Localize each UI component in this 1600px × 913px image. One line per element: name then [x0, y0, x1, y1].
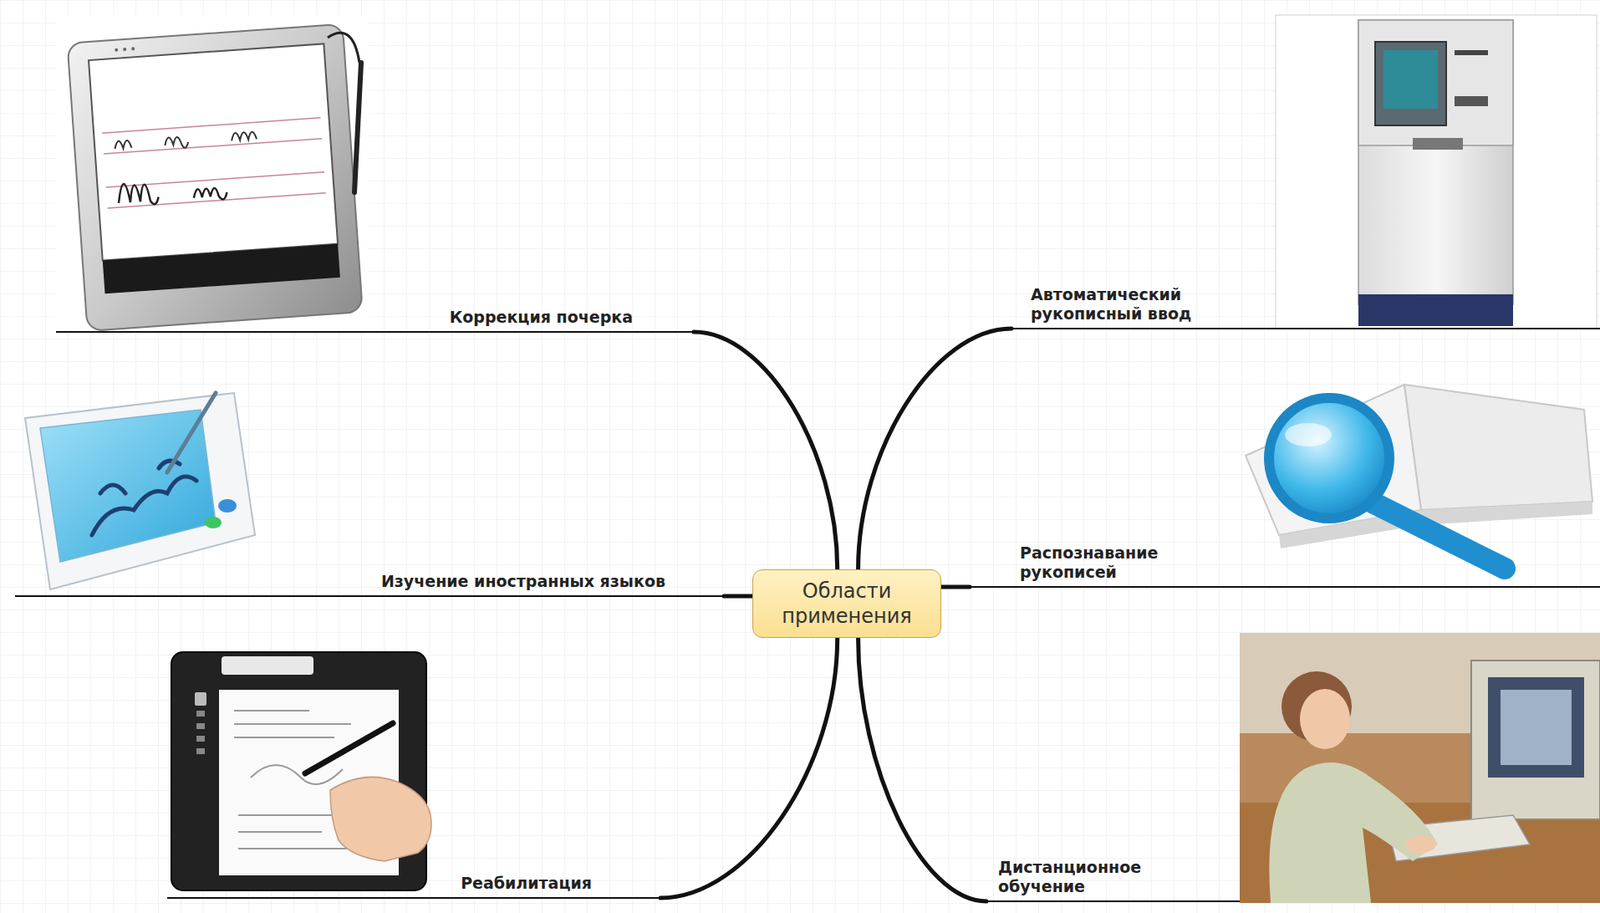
book-magnifier-illustration-part: [1404, 384, 1593, 510]
distance-learning-photo-part: [1406, 835, 1437, 853]
signature-pad-illustration-part: [221, 656, 314, 675]
branch-topic: Изучение иностранных языков: [15, 571, 724, 597]
tablet-illustration-part-part: [114, 48, 118, 52]
tablet-illustration-part-part: [106, 172, 325, 188]
kiosk-illustration-part: [1358, 294, 1514, 327]
book-magnifier-illustration-part: [1268, 397, 1390, 519]
tablet-illustration-part-part: [131, 46, 135, 51]
pen-tablet-illustration-part: [25, 392, 255, 590]
pen-tablet-illustration: [25, 392, 255, 590]
branch-connector: [723, 594, 753, 599]
signature-pad-illustration-part: [196, 723, 205, 729]
signature-pad-illustration-part: [196, 735, 205, 742]
branch-label: Реабилитация: [167, 873, 661, 897]
kiosk-illustration-part: [1412, 137, 1463, 150]
distance-learning-photo: [1239, 632, 1600, 903]
tablet-illustration-part: [354, 62, 362, 193]
pen-tablet-illustration-part: [218, 499, 237, 513]
distance-learning-photo-part: [1299, 688, 1351, 750]
branch-label: Изучение иностранных языков: [15, 571, 724, 596]
distance-learning-photo-part: [1268, 762, 1438, 903]
branch-label: Автоматический рукописный ввод: [1011, 285, 1211, 329]
central-topic: Области применения: [752, 569, 942, 638]
tablet-illustration-part-part: [103, 138, 322, 154]
tablet-illustration: [56, 15, 368, 332]
signature-pad-illustration-part: [305, 723, 393, 774]
tablet-illustration-part-part: [102, 244, 341, 295]
pen-tablet-illustration-part: [204, 516, 222, 529]
branch-label: Распознавание рукописей: [969, 543, 1175, 587]
book-magnifier-illustration: [1245, 384, 1593, 569]
kiosk-illustration-part: [1454, 50, 1488, 56]
branch-connector: [660, 637, 838, 898]
branch-label: Коррекция почерка: [56, 307, 694, 332]
tablet-illustration-part: [67, 24, 363, 332]
distance-learning-photo-part: [1471, 660, 1600, 820]
distance-learning-photo-part: [1239, 632, 1600, 903]
kiosk-illustration-part: [1275, 15, 1597, 329]
tablet-illustration-part-part: [101, 117, 321, 133]
pen-tablet-illustration-part: [167, 392, 216, 473]
tablet-illustration-part-part: [88, 43, 338, 260]
branch-topic: Автоматический рукописный ввод: [1011, 285, 1600, 331]
book-magnifier-illustration-part: [1284, 422, 1332, 447]
kiosk-illustration-part: [1383, 50, 1438, 109]
branch-topic: Реабилитация: [167, 873, 661, 899]
signature-pad-illustration-part: [194, 692, 207, 706]
tablet-illustration-part-part: [67, 24, 363, 332]
branch-topic: Коррекция почерка: [56, 307, 694, 333]
kiosk-illustration-part: [1358, 20, 1514, 146]
signature-pad-illustration: [171, 652, 432, 891]
kiosk-illustration-part: [1454, 96, 1488, 107]
tablet-illustration-part-part: [114, 131, 258, 153]
distance-learning-photo-part: [1487, 677, 1585, 778]
tablet-illustration-part: [56, 15, 368, 332]
kiosk-illustration-part: [1358, 20, 1514, 305]
tablet-illustration-part-part: [117, 176, 228, 207]
signature-pad-illustration-part: [330, 776, 432, 862]
pen-tablet-illustration-part: [100, 460, 180, 494]
signature-pad-illustration-part: [196, 748, 205, 755]
book-magnifier-illustration-part: [1370, 501, 1505, 569]
kiosk-illustration-part: [1375, 41, 1447, 126]
kiosk-illustration: [1275, 15, 1597, 329]
branch-connector: [693, 331, 838, 570]
branch-topic: Распознавание рукописей: [969, 543, 1600, 589]
branch-topic: Дистанционное обучение: [986, 857, 1240, 903]
central-label: Области применения: [771, 578, 923, 629]
branch-connector: [941, 585, 970, 590]
branch-connector: [858, 637, 987, 902]
tablet-illustration-part-part: [122, 47, 127, 51]
branch-connector: [858, 328, 1012, 570]
signature-pad-illustration-part: [196, 710, 205, 717]
tablet-illustration-part: [327, 32, 360, 63]
branch-label: Дистанционное обучение: [986, 857, 1153, 902]
distance-learning-photo-part: [1500, 689, 1572, 765]
